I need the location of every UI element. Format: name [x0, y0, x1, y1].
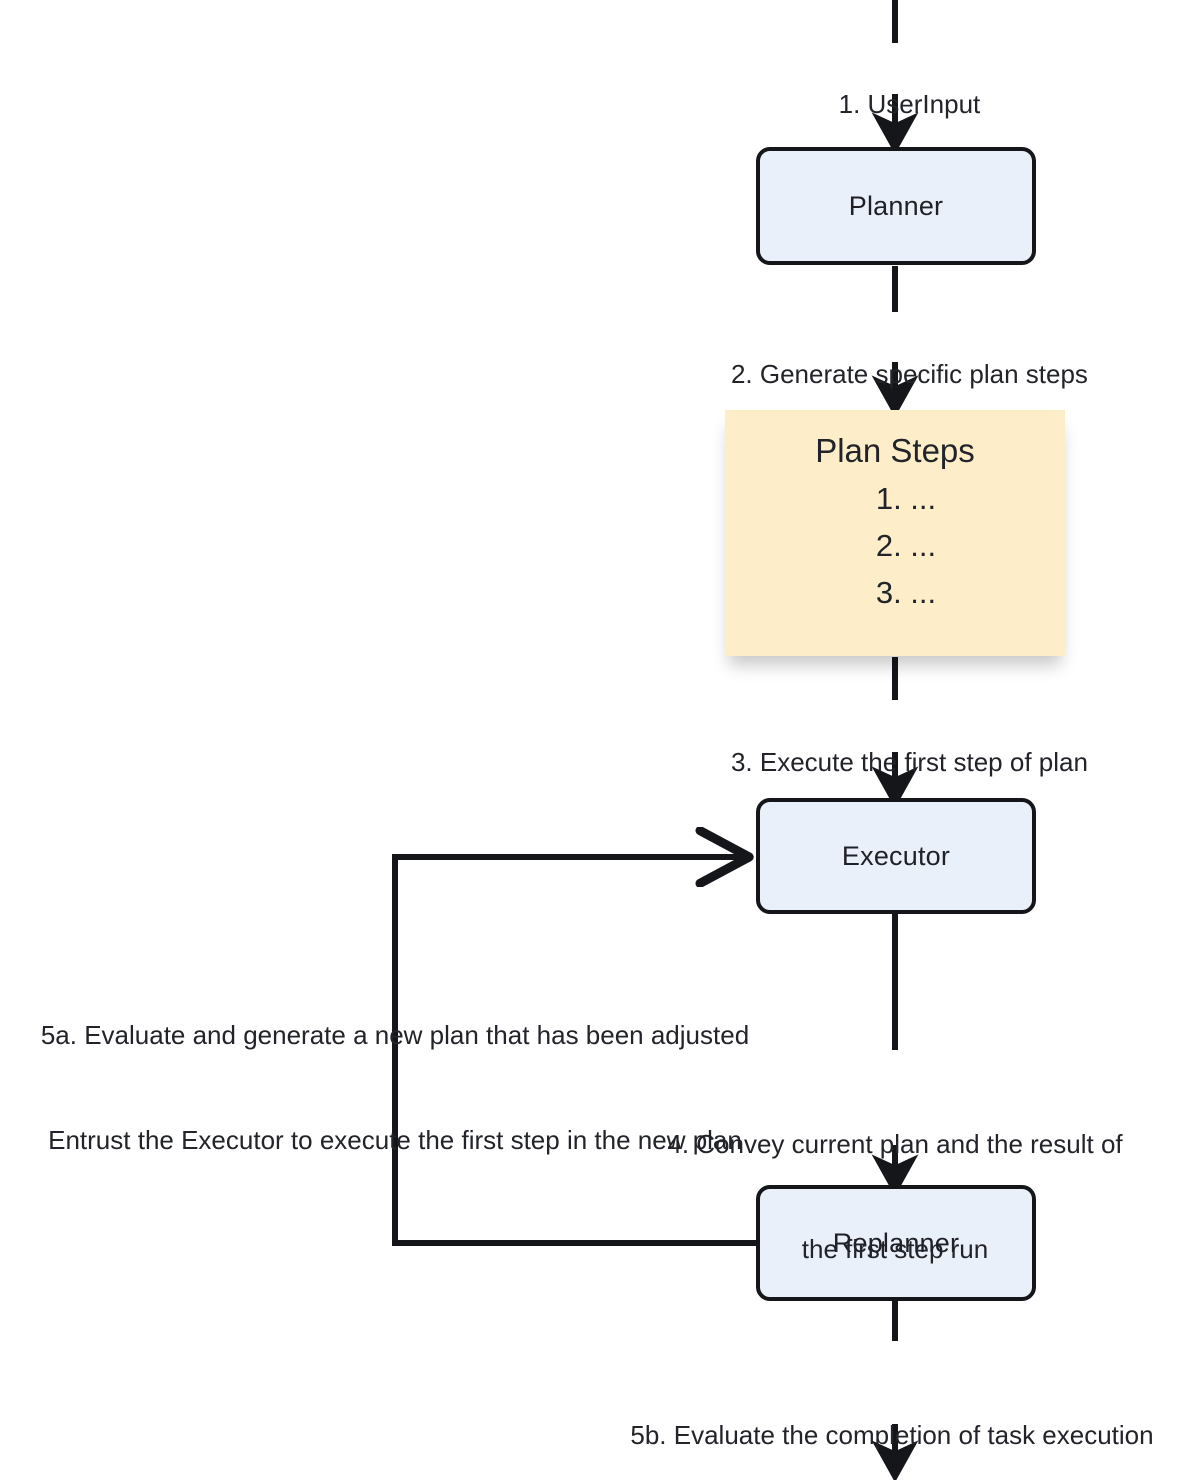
node-replanner-label: Replanner [832, 1227, 960, 1258]
edge-label-1-userinput: 1. UserInput [695, 52, 1095, 157]
edge-label-2-text: 2. Generate specific plan steps [730, 359, 1088, 390]
node-executor[interactable]: Executor [756, 798, 1036, 914]
node-plan-steps[interactable]: Plan Steps 1. ... 2. ... 3. ... [725, 410, 1065, 656]
edge-label-5a-line1: 5a. Evaluate and generate a new plan tha… [40, 1020, 750, 1051]
edge-label-5a-replan: 5a. Evaluate and generate a new plan tha… [3, 948, 787, 1229]
edge-label-5a-line2: Entrust the Executor to execute the firs… [48, 1125, 742, 1156]
node-planner[interactable]: Planner [756, 147, 1036, 265]
node-planner-label: Planner [848, 190, 944, 221]
plan-steps-item: 3. ... [875, 575, 937, 611]
edge-label-4-line2: the first step run [801, 1234, 989, 1265]
node-replanner[interactable]: Replanner [756, 1185, 1036, 1301]
edge-label-1-text: 1. UserInput [838, 89, 981, 120]
plan-steps-item: 2. ... [875, 528, 937, 564]
edge-label-3-execute-first-step: 3. Execute the first step of plan [595, 710, 1192, 815]
edge-label-4-line1: 4. Convey current plan and the result of [667, 1129, 1123, 1160]
plan-steps-item: 1. ... [875, 480, 937, 516]
edge-label-2-generate-plan: 2. Generate specific plan steps [595, 322, 1192, 427]
edge-label-5b-line1: 5b. Evaluate the completion of task exec… [630, 1420, 1154, 1451]
edge-label-4-convey-plan: 4. Convey current plan and the result of… [595, 1057, 1192, 1338]
edge-label-5b-complete: 5b. Evaluate the completion of task exec… [592, 1348, 1192, 1480]
plan-steps-title: Plan Steps [815, 432, 975, 469]
edge-label-3-text: 3. Execute the first step of plan [730, 747, 1088, 778]
node-executor-label: Executor [841, 840, 951, 871]
